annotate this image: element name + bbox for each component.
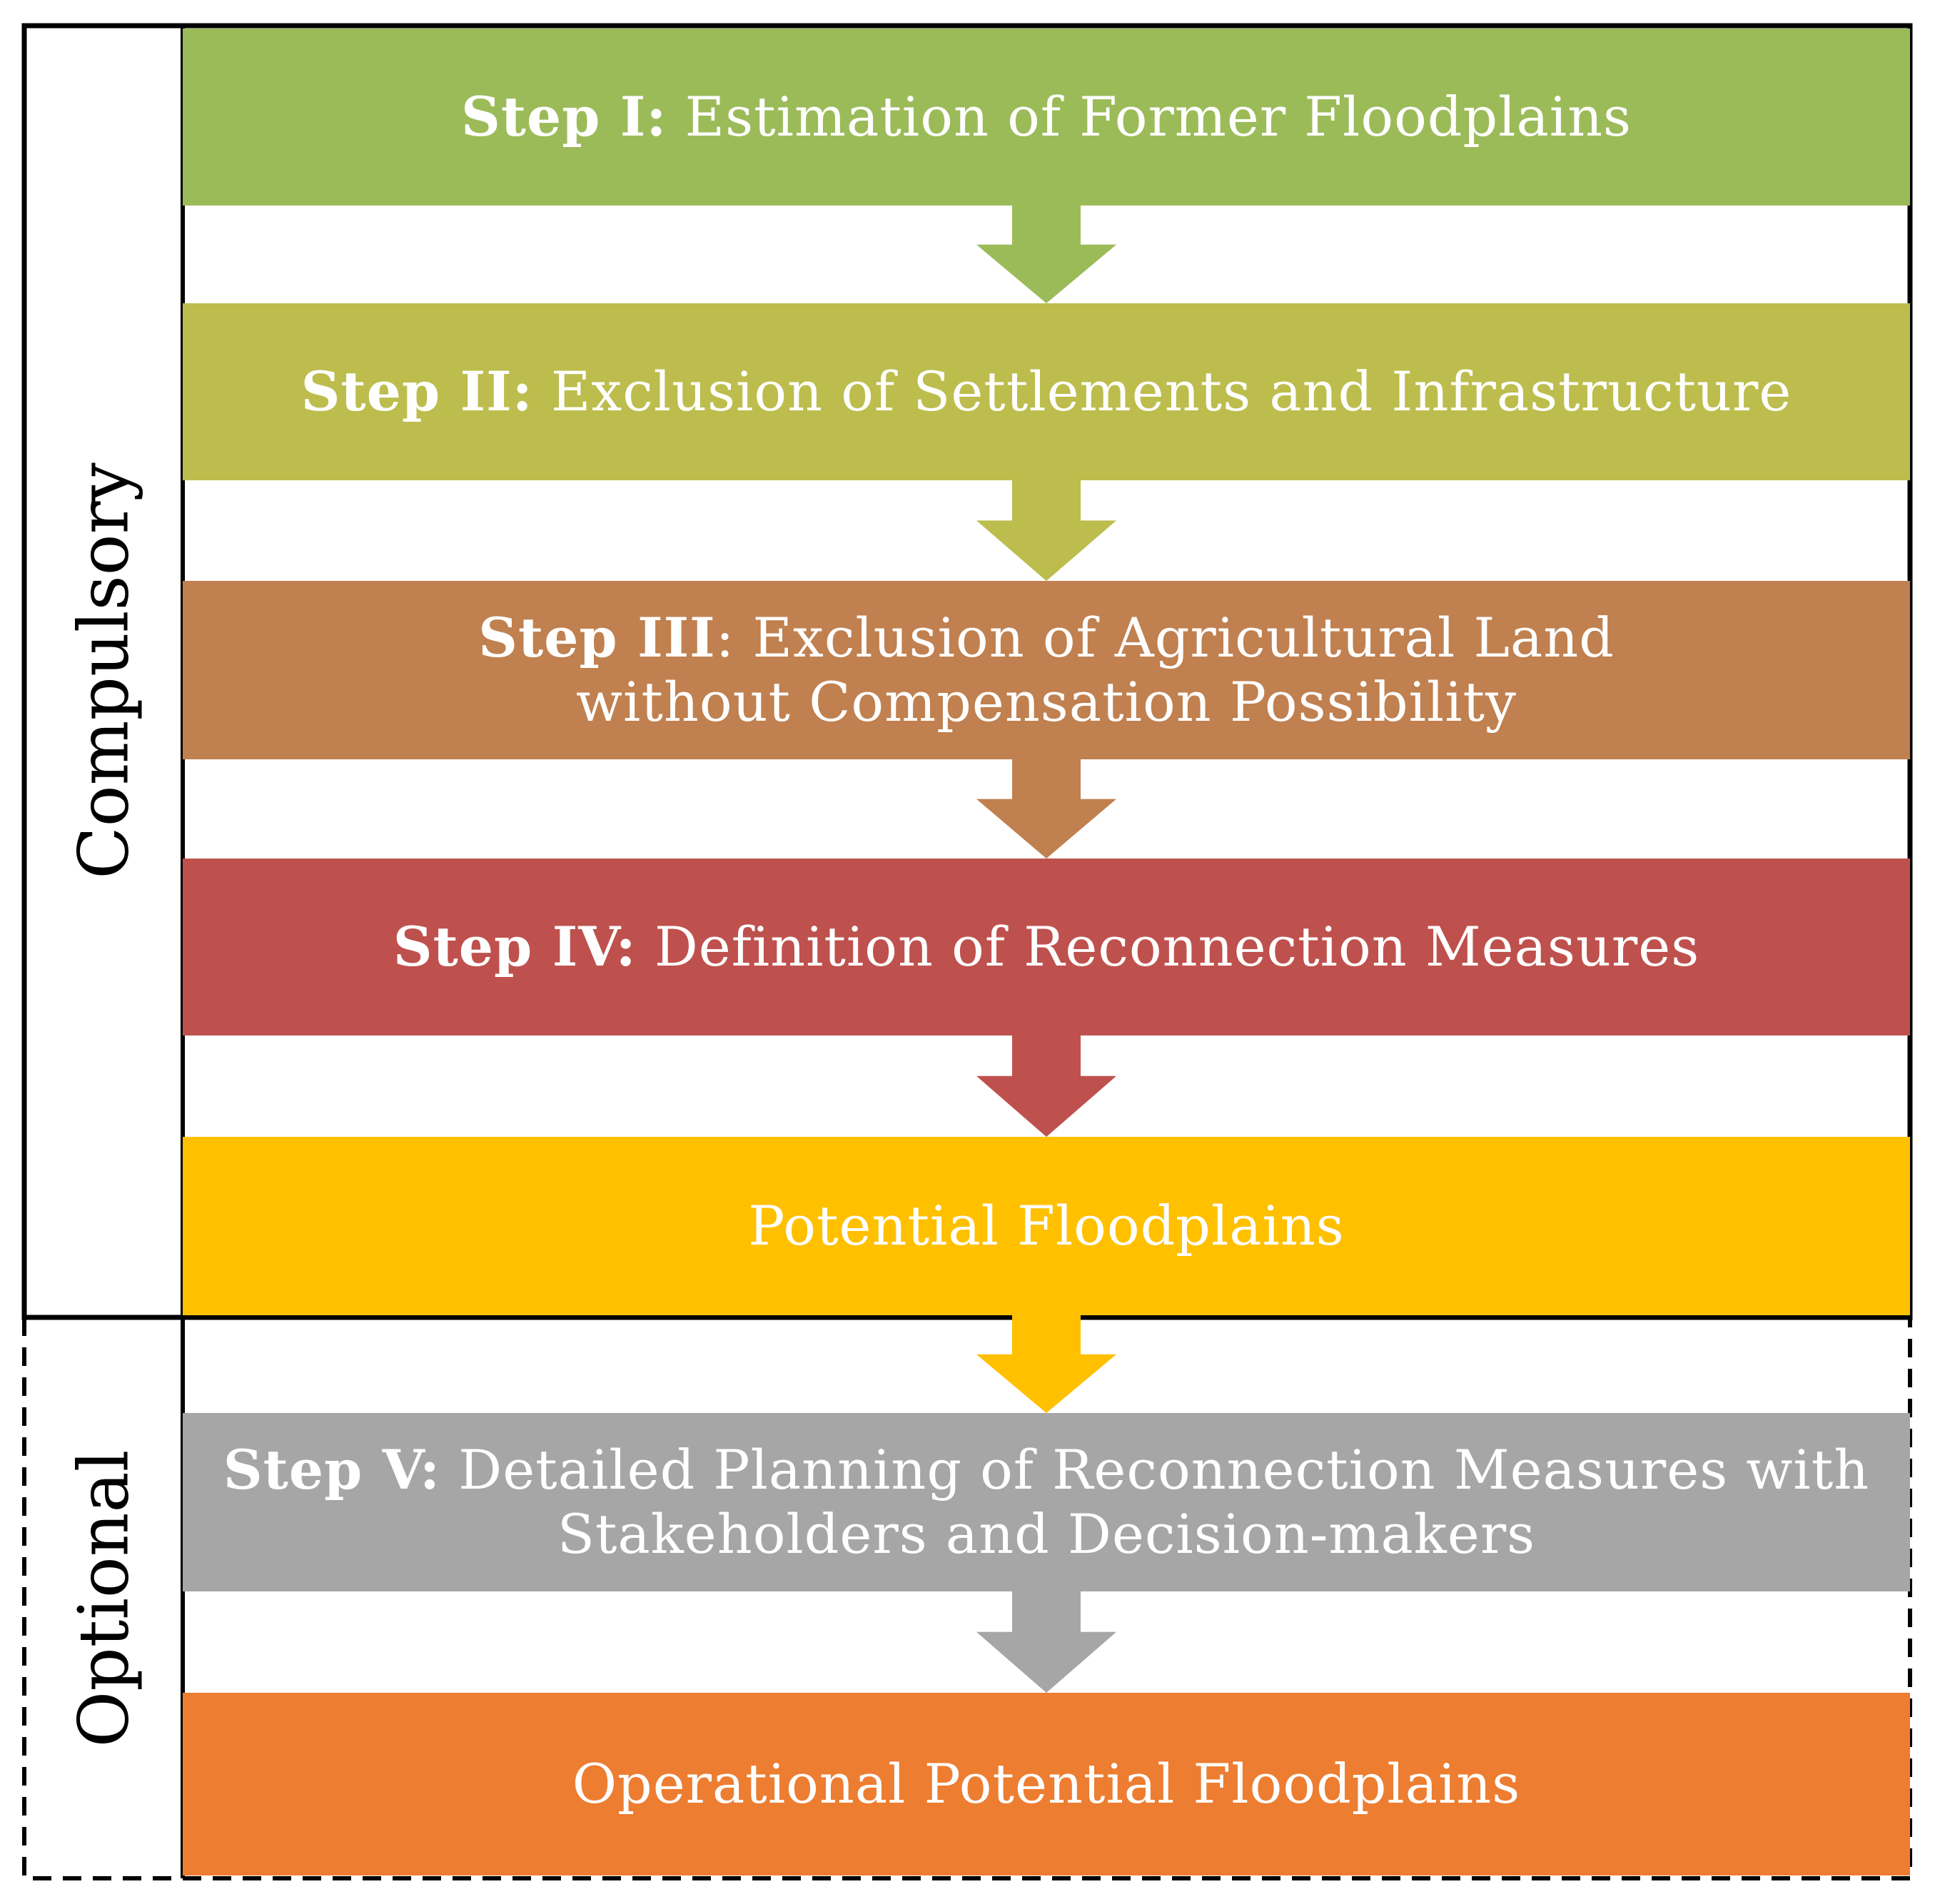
step-5-text: Detailed Planning of Reconnection Measur… <box>440 1438 1870 1566</box>
potential-floodplains-box: Potential Floodplains <box>183 1137 1910 1315</box>
step-1-prefix: Step I: <box>460 85 667 149</box>
step-4-prefix: Step IV: <box>393 915 637 979</box>
arrow-down-icon <box>976 480 1116 581</box>
potential-floodplains-text: Potential Floodplains <box>748 1194 1345 1258</box>
arrow-down-icon <box>976 1035 1116 1137</box>
arrow-down-icon <box>976 1315 1116 1413</box>
compulsory-frame <box>21 23 1913 1320</box>
arrow-down-icon <box>976 206 1116 303</box>
step-2-box: Step II: Exclusion of Settlements and In… <box>183 303 1910 480</box>
operational-potential-floodplains-box: Operational Potential Floodplains <box>183 1693 1910 1875</box>
step-3-prefix: Step III <box>478 606 716 670</box>
step-5-prefix: Step V: <box>223 1438 441 1502</box>
step-4-text: Definition of Reconnection Measures <box>636 915 1700 979</box>
step-1-text: Estimation of Former Floodplains <box>667 85 1632 149</box>
step-1-box: Step I: Estimation of Former Floodplains <box>183 29 1910 206</box>
arrow-down-icon <box>976 1591 1116 1693</box>
optional-frame <box>22 1317 1912 1880</box>
step-5-box: Step V: Detailed Planning of Reconnectio… <box>183 1413 1910 1591</box>
step-4-box: Step IV: Definition of Reconnection Meas… <box>183 859 1910 1035</box>
operational-floodplains-text: Operational Potential Floodplains <box>572 1752 1521 1816</box>
step-2-prefix: Step II: <box>300 360 533 424</box>
step-2-text: Exclusion of Settlements and Infrastruct… <box>532 360 1792 424</box>
step-3-box: Step III: Exclusion of Agricultural Land… <box>183 581 1910 759</box>
step-3-text: : Exclusion of Agricultural Land without… <box>576 606 1615 734</box>
arrow-down-icon <box>976 759 1116 859</box>
